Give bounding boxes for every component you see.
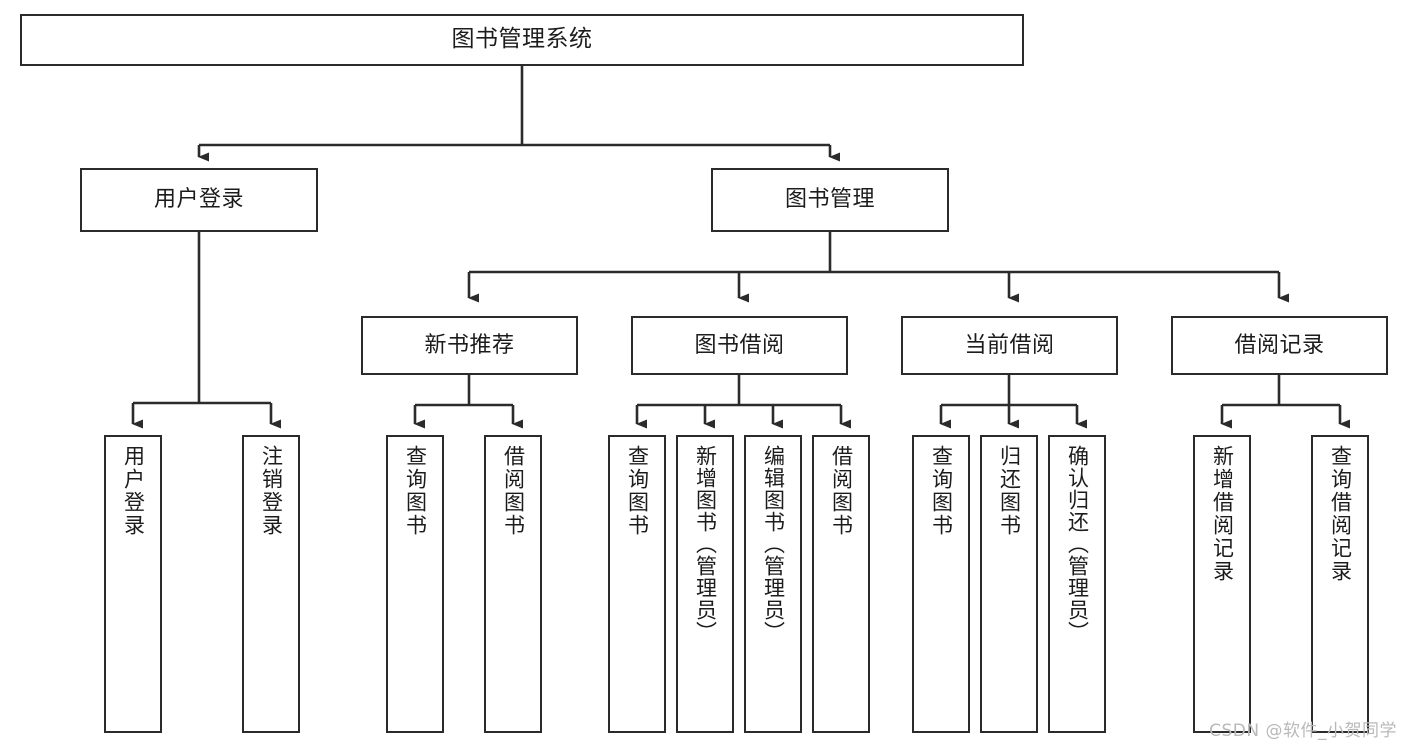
leaf-borrow-book[interactable]: 借阅图书 — [812, 435, 870, 733]
node-label: 借阅记录 — [1234, 332, 1325, 358]
leaf-return-book[interactable]: 归还图书 — [980, 435, 1038, 733]
leaf-query-book-current[interactable]: 查询图书 — [912, 435, 970, 733]
node-label: 查询图书 — [929, 445, 954, 537]
node-label: 新增借阅记录 — [1210, 445, 1235, 583]
node-label: 图书管理 — [784, 187, 875, 213]
node-label: 用户登录 — [153, 187, 244, 213]
node-book-management[interactable]: 图书管理 — [711, 168, 949, 232]
node-label: 当前借阅 — [964, 332, 1055, 358]
leaf-query-borrow-record[interactable]: 查询借阅记录 — [1311, 435, 1369, 733]
node-current-borrow[interactable]: 当前借阅 — [901, 316, 1118, 375]
node-user-login[interactable]: 用户登录 — [80, 168, 318, 232]
leaf-edit-book-admin[interactable]: 编辑图书（管理员） — [744, 435, 802, 733]
node-label: 查询图书 — [625, 445, 650, 537]
node-label: 用户登录 — [121, 445, 146, 537]
node-label: 确认归还（管理员） — [1065, 445, 1090, 643]
leaf-add-borrow-record[interactable]: 新增借阅记录 — [1193, 435, 1251, 733]
node-label: 查询借阅记录 — [1328, 445, 1353, 583]
node-label: 编辑图书（管理员） — [761, 445, 786, 643]
leaf-borrow-book-recommend[interactable]: 借阅图书 — [484, 435, 542, 733]
node-borrow-records[interactable]: 借阅记录 — [1171, 316, 1388, 375]
leaf-confirm-return-admin[interactable]: 确认归还（管理员） — [1048, 435, 1106, 733]
leaf-query-book-borrow[interactable]: 查询图书 — [608, 435, 666, 733]
node-label: 新增图书（管理员） — [693, 445, 718, 643]
node-root-system[interactable]: 图书管理系统 — [20, 14, 1024, 66]
node-label: 归还图书 — [997, 445, 1022, 537]
csdn-watermark: CSDN @软件_小贺同学 — [1209, 721, 1397, 741]
leaf-user-login[interactable]: 用户登录 — [104, 435, 162, 733]
node-label: 借阅图书 — [501, 445, 526, 537]
leaf-add-book-admin[interactable]: 新增图书（管理员） — [676, 435, 734, 733]
node-new-book-recommend[interactable]: 新书推荐 — [361, 316, 578, 375]
node-label: 新书推荐 — [424, 332, 515, 358]
leaf-query-book-recommend[interactable]: 查询图书 — [386, 435, 444, 733]
leaf-logout[interactable]: 注销登录 — [242, 435, 300, 733]
node-label: 图书借阅 — [694, 332, 785, 358]
node-label: 查询图书 — [403, 445, 428, 537]
node-book-borrow[interactable]: 图书借阅 — [631, 316, 848, 375]
node-label: 借阅图书 — [829, 445, 854, 537]
node-label: 注销登录 — [259, 445, 284, 537]
node-label: 图书管理系统 — [451, 26, 593, 53]
